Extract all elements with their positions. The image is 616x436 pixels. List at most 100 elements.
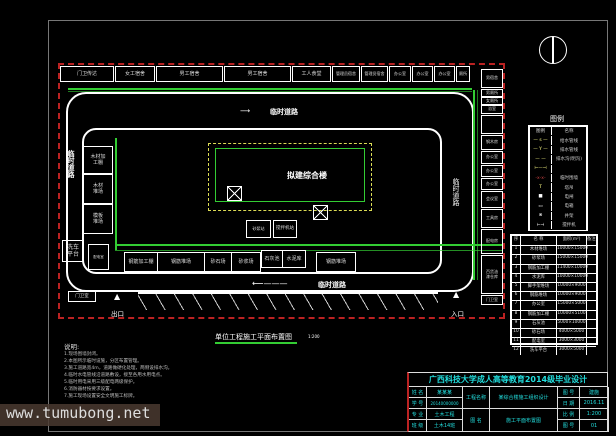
table-cell (586, 319, 596, 328)
table-cell: 10 (513, 328, 519, 334)
title-value: 施工平面布置图 (490, 409, 558, 432)
table-cell: 8 (514, 310, 518, 316)
building: 男工宿舍 (156, 66, 223, 82)
watermark-band (0, 404, 160, 426)
building: 办公室 (481, 178, 503, 190)
legend-name: 排水沟(明沟) (555, 157, 582, 163)
tower-crane-icon (227, 186, 242, 201)
legend-symbol: ▭ (530, 202, 552, 211)
site-boundary (58, 63, 505, 319)
road-label-left: 临时道路 (67, 150, 75, 178)
legend-name: 给水管线 (560, 138, 578, 144)
table-cell (586, 310, 596, 319)
table-cell: 7 (514, 301, 518, 307)
legend-symbol: ⊗ (530, 211, 552, 220)
building: 门卫室 (481, 295, 503, 305)
gate-house: 门卫室 (68, 291, 96, 302)
building: 门卫传达 (60, 66, 114, 82)
building: 水泥库 (282, 250, 306, 268)
table-header: 序 (513, 237, 519, 242)
table-cell: 配电室 (520, 338, 556, 347)
building: 办公室 (481, 151, 503, 164)
legend-symbol: ■ (530, 192, 552, 202)
building: 办公室 (481, 165, 503, 177)
table-cell: 4 (514, 273, 518, 279)
table-cell: 石灰池 (520, 319, 556, 328)
title-label: 图 号 (558, 420, 580, 432)
building: 工人食堂 (292, 66, 331, 82)
table-header: 备注 (586, 236, 596, 246)
building-footprint (215, 148, 365, 202)
building: 男工宿舍 (224, 66, 291, 82)
title-label: 图 名 (463, 409, 490, 432)
table-cell: 3000×5000 (556, 347, 586, 356)
building: 钢筋堆场 (157, 252, 205, 272)
table-cell (586, 301, 596, 310)
table-cell: 5 (514, 282, 518, 288)
building: 木材堆场 (83, 174, 113, 204)
note-line: 5.临时用电采用三级配电两级保护。 (64, 380, 138, 385)
building (481, 115, 503, 134)
building: 男厕所 (481, 89, 503, 97)
legend-symbol: -x-x- (530, 173, 552, 183)
mixer-station: 搅拌机站 (273, 220, 297, 238)
table-cell: 钢筋堆场 (520, 292, 556, 301)
table-cell: 11 (513, 338, 519, 344)
table-cell: 15000×15000 (556, 255, 588, 264)
legend-header: 名称 (564, 129, 574, 135)
title-block: 广西科技大学成人高等教育2014级毕业设计 姓 名 某某某 学 号 201400… (407, 372, 609, 432)
title-label: 图 号 (558, 387, 580, 398)
table-cell (586, 292, 596, 301)
note-line: 7.施工现场设置安全文明施工标牌。 (64, 394, 138, 399)
table-cell (586, 273, 596, 282)
table-cell: 水泥库 (520, 273, 556, 282)
exit-arrow-icon: ▲ (114, 292, 121, 301)
building: 砂石场 (204, 252, 232, 272)
table-cell: 10000×5100 (556, 310, 586, 319)
table-cell (586, 282, 596, 292)
note-line: 6.消防器材按要求设置。 (64, 387, 115, 392)
building: 木材加工棚 (83, 146, 113, 174)
legend-name: 临时围墙 (560, 176, 578, 182)
title-label: 姓 名 (409, 387, 427, 398)
title-label: 班 级 (409, 420, 427, 432)
legend-symbol: — s — (530, 136, 552, 145)
building: 石灰池 (261, 250, 283, 268)
table-cell: 10000×15000 (556, 246, 588, 255)
building: 配电房 (481, 229, 503, 254)
entrance-arrow-icon: ▲ (453, 290, 460, 299)
table-cell: 9 (514, 319, 518, 325)
table-cell: 2 (514, 255, 518, 261)
title-value: 土木14班 (427, 420, 463, 432)
north-compass (539, 36, 567, 64)
table-cell (586, 347, 596, 356)
table-header: 面积(m²) (556, 236, 586, 246)
table-cell: 办公室 (520, 301, 556, 310)
table-cell: 1 (514, 246, 518, 252)
table-cell: 10000×9000 (556, 292, 586, 301)
building-footprint-dashed (208, 143, 372, 211)
building: 钢木房 (481, 135, 503, 150)
table-cell: 15000×5000 (556, 301, 586, 310)
table-cell: 砂石场 (520, 328, 556, 338)
road-label-right: 临时道路 (452, 178, 460, 206)
legend-name (552, 165, 586, 173)
table-cell: 11400×10000 (556, 264, 588, 273)
table-cell: 5000×10000 (556, 319, 586, 328)
title-value: 某某某 (427, 387, 463, 398)
title-block-title: 广西科技大学成人高等教育2014级毕业设计 (409, 373, 607, 387)
building: 浴室 (481, 105, 503, 114)
tower-crane-icon (313, 205, 328, 220)
building: 男宿舍 (481, 69, 503, 88)
title-label: 学 号 (409, 398, 427, 409)
